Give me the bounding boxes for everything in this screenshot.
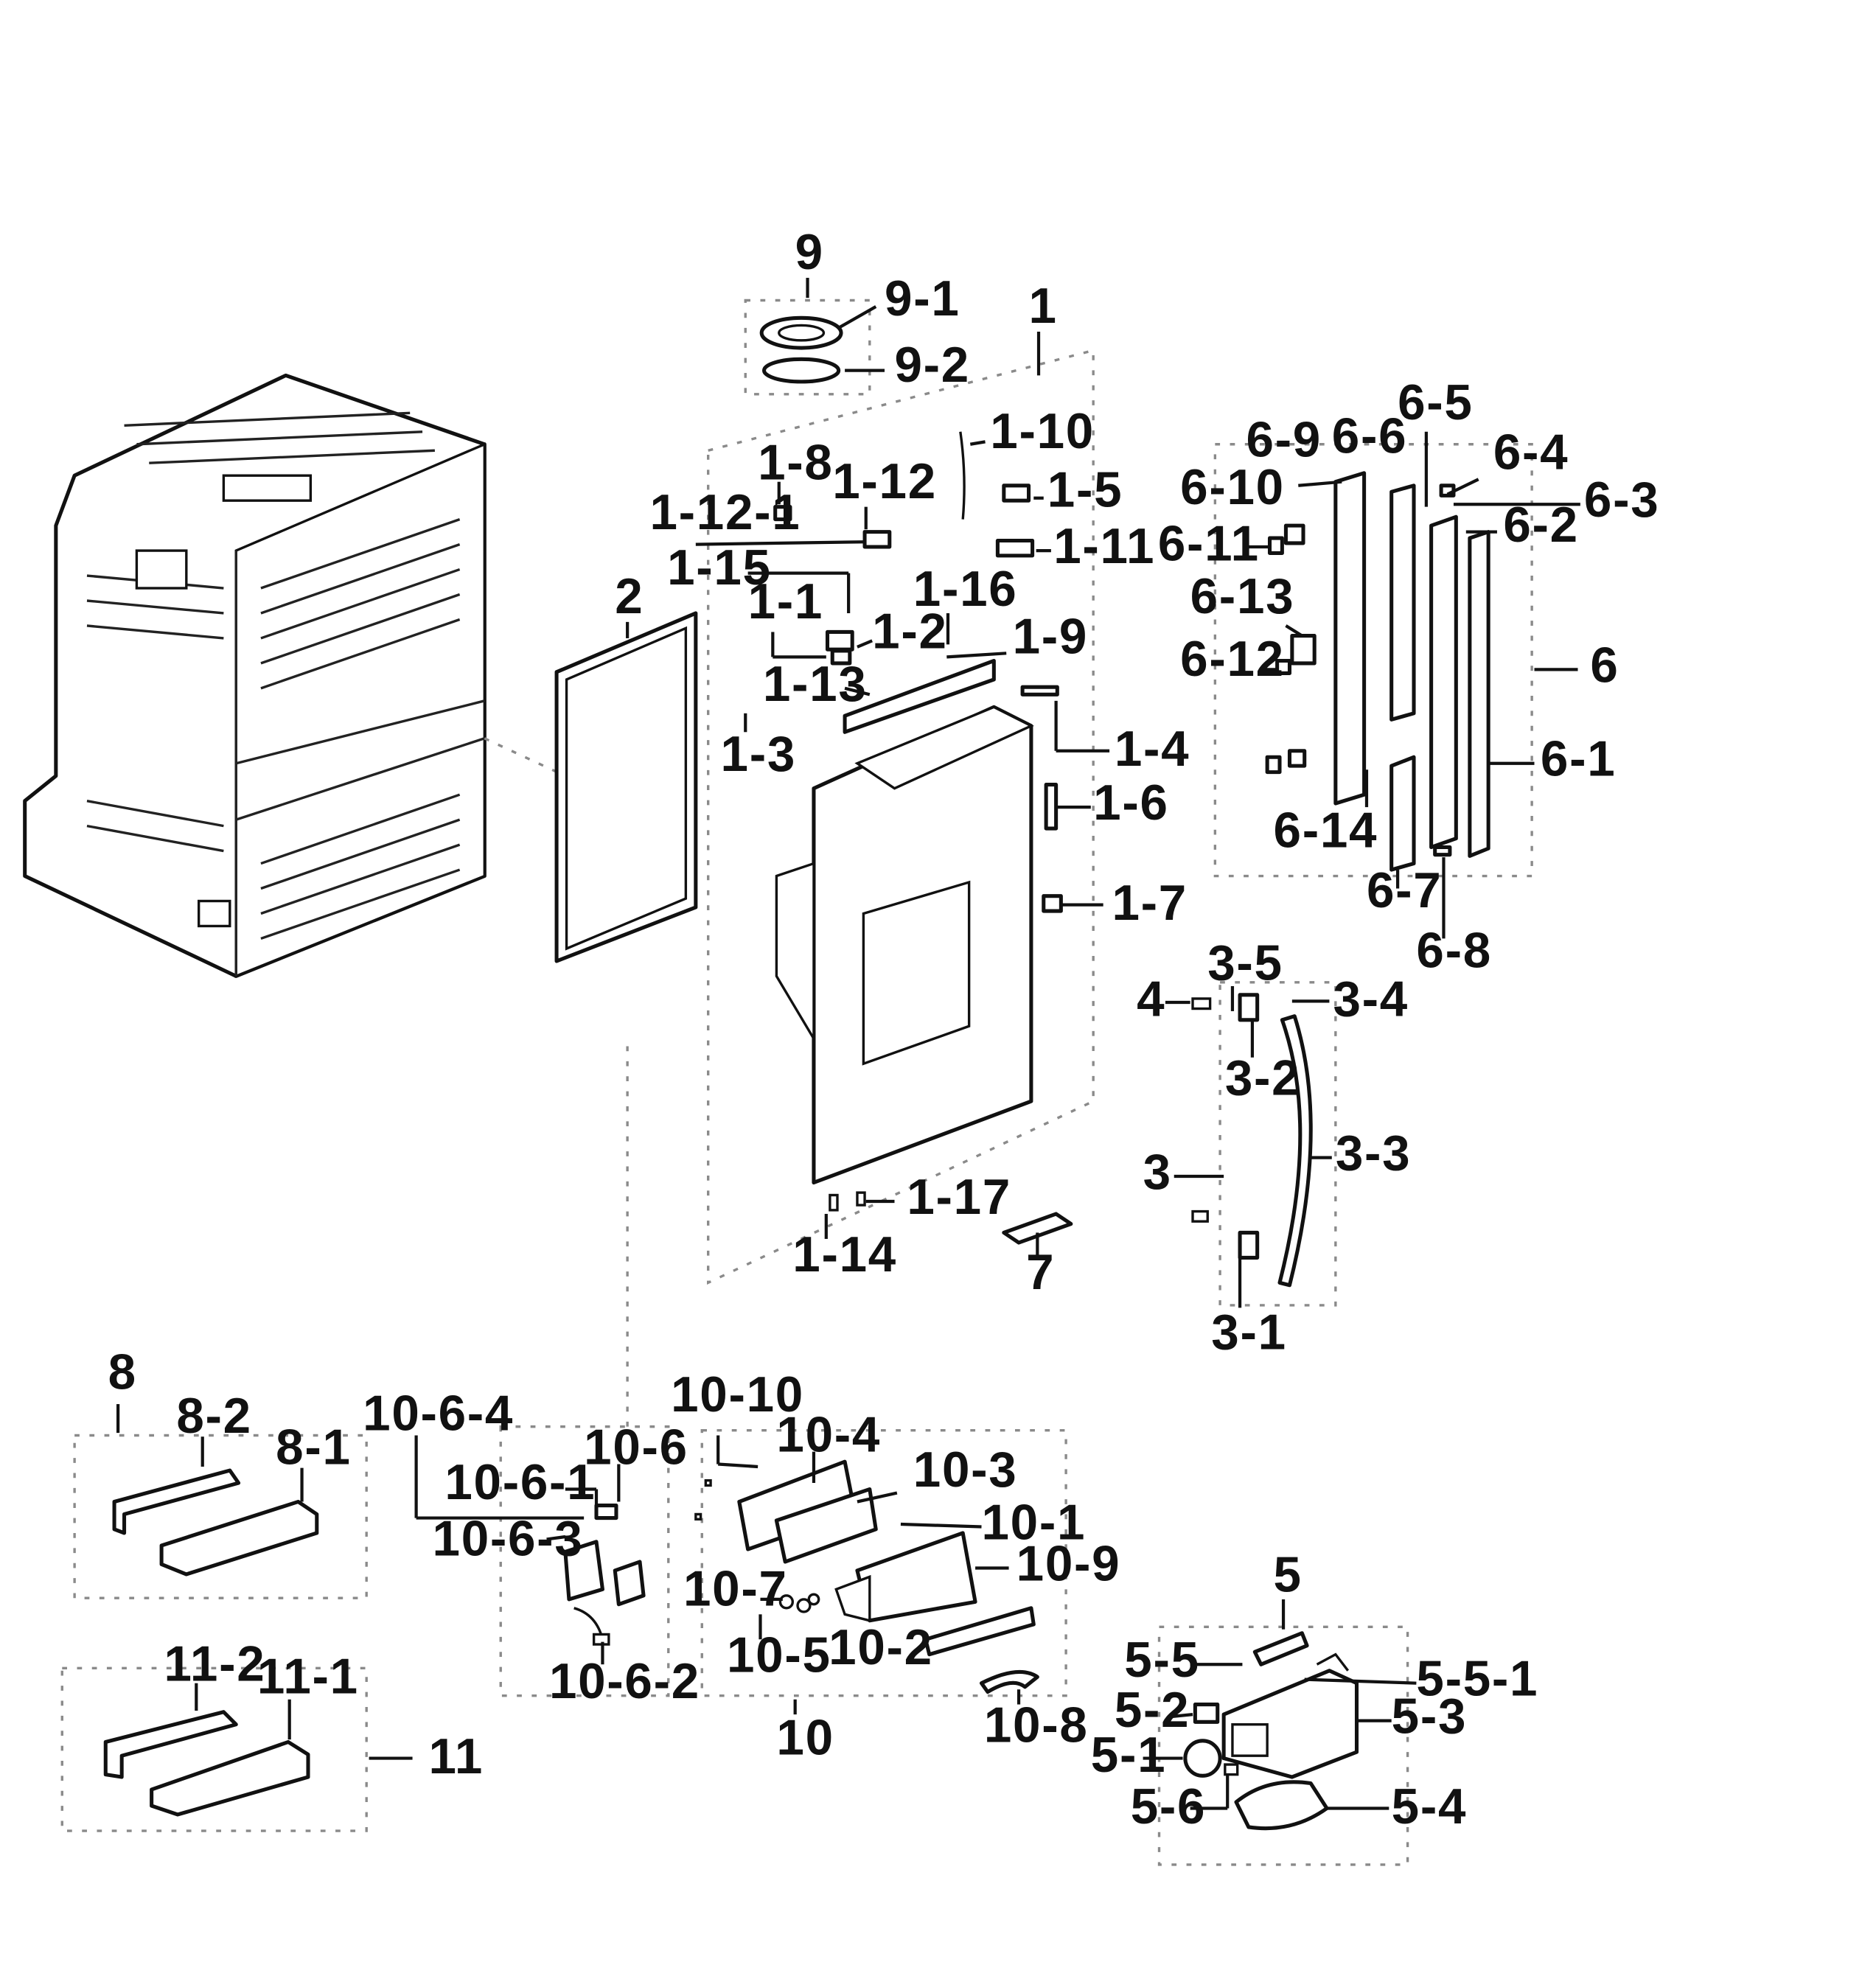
- label-6-10: 6-10: [1180, 460, 1285, 515]
- label-10-1: 10-1: [981, 1495, 1086, 1550]
- refrigerator-cabinet: [23, 373, 487, 978]
- label-9-1: 9-1: [885, 271, 960, 327]
- label-6-9: 6-9: [1246, 413, 1321, 468]
- label-10-6-2: 10-6-2: [549, 1654, 700, 1709]
- label-11-2: 11-2: [164, 1636, 265, 1692]
- label-11: 11: [428, 1729, 484, 1784]
- label-5-4: 5-4: [1392, 1779, 1467, 1834]
- label-5-1: 5-1: [1091, 1728, 1166, 1783]
- label-8: 8: [108, 1344, 137, 1400]
- label-1-16: 1-16: [913, 562, 1018, 617]
- label-11-1: 11-1: [257, 1649, 359, 1704]
- label-10-3: 10-3: [913, 1442, 1018, 1498]
- label-6-11: 6-11: [1158, 516, 1260, 571]
- part-7: [1002, 1212, 1073, 1245]
- label-6-14: 6-14: [1274, 803, 1378, 858]
- label-5-5: 5-5: [1124, 1633, 1199, 1688]
- label-1-13: 1-13: [763, 657, 868, 712]
- label-6-8: 6-8: [1416, 923, 1491, 978]
- label-1-12-1: 1-12-1: [649, 485, 801, 540]
- label-6-7: 6-7: [1367, 863, 1442, 918]
- label-3-4: 3-4: [1333, 971, 1408, 1027]
- label-3-3: 3-3: [1336, 1125, 1411, 1181]
- refrigerator-door: [775, 705, 1034, 1185]
- label-10-7: 10-7: [683, 1561, 788, 1616]
- label-10-2: 10-2: [829, 1620, 933, 1675]
- label-8-1: 8-1: [276, 1420, 351, 1475]
- guide-11: [103, 1710, 310, 1817]
- label-1-10: 1-10: [990, 404, 1095, 459]
- label-10-5: 10-5: [727, 1627, 831, 1683]
- label-1-15: 1-15: [667, 540, 772, 596]
- label-6-2: 6-2: [1503, 498, 1578, 553]
- label-10-6-1: 10-6-1: [444, 1455, 596, 1510]
- label-1-12: 1-12: [832, 454, 937, 509]
- dispenser-panel-10: [694, 1459, 1039, 1694]
- label-1-4: 1-4: [1115, 722, 1190, 777]
- label-1-17: 1-17: [907, 1170, 1011, 1225]
- label-6-5: 6-5: [1398, 375, 1473, 430]
- label-6-12: 6-12: [1180, 632, 1285, 687]
- label-1-5: 1-5: [1047, 462, 1123, 517]
- door-cover: [843, 658, 996, 734]
- label-10-9: 10-9: [1017, 1536, 1121, 1591]
- label-3-5: 3-5: [1207, 935, 1283, 991]
- label-10-6-4: 10-6-4: [363, 1386, 514, 1441]
- label-10-8: 10-8: [984, 1697, 1089, 1753]
- label-5-5-1: 5-5-1: [1416, 1651, 1538, 1706]
- label-1-7: 1-7: [1112, 876, 1187, 931]
- label-10-10: 10-10: [671, 1367, 804, 1422]
- label-9: 9: [795, 225, 824, 280]
- label-5-3: 5-3: [1392, 1689, 1467, 1744]
- label-10: 10: [776, 1710, 834, 1765]
- label-6-6: 6-6: [1332, 408, 1407, 464]
- label-4: 4: [1137, 971, 1165, 1027]
- label-1-2: 1-2: [872, 604, 947, 659]
- label-6: 6: [1590, 638, 1619, 693]
- label-1-1: 1-1: [748, 574, 823, 629]
- label-1-14: 1-14: [792, 1227, 897, 1282]
- label-1-3: 1-3: [721, 727, 796, 782]
- label-1-6: 1-6: [1093, 775, 1168, 831]
- cover-9-1: [759, 315, 843, 350]
- label-1: 1: [1029, 279, 1058, 334]
- cover-9-2: [762, 357, 841, 384]
- label-1-11: 1-11: [1053, 519, 1155, 574]
- label-9-2: 9-2: [895, 338, 970, 393]
- label-2: 2: [615, 569, 644, 624]
- label-5: 5: [1274, 1548, 1303, 1603]
- label-5-6: 5-6: [1131, 1779, 1206, 1834]
- label-10-6: 10-6: [584, 1420, 688, 1475]
- label-3-1: 3-1: [1211, 1305, 1286, 1360]
- label-6-13: 6-13: [1190, 569, 1295, 624]
- door-gasket: [554, 611, 698, 963]
- label-10-4: 10-4: [776, 1407, 881, 1462]
- label-6-3: 6-3: [1584, 472, 1659, 528]
- label-7: 7: [1026, 1245, 1055, 1300]
- label-3-2: 3-2: [1225, 1050, 1300, 1106]
- label-8-2: 8-2: [176, 1389, 251, 1444]
- label-10-6-3: 10-6-3: [433, 1511, 584, 1566]
- label-1-8: 1-8: [758, 435, 833, 490]
- ice-maker-5: [1183, 1631, 1359, 1831]
- small-parts-group-1: [773, 431, 1063, 1212]
- label-3: 3: [1143, 1145, 1172, 1200]
- door-handle: [1191, 993, 1313, 1288]
- label-1-9: 1-9: [1013, 609, 1088, 664]
- label-5-2: 5-2: [1115, 1683, 1190, 1738]
- label-6-1: 6-1: [1541, 731, 1616, 786]
- dispenser-lever-10-6: [563, 1504, 646, 1646]
- guide-8: [112, 1468, 319, 1577]
- label-6-4: 6-4: [1493, 425, 1569, 480]
